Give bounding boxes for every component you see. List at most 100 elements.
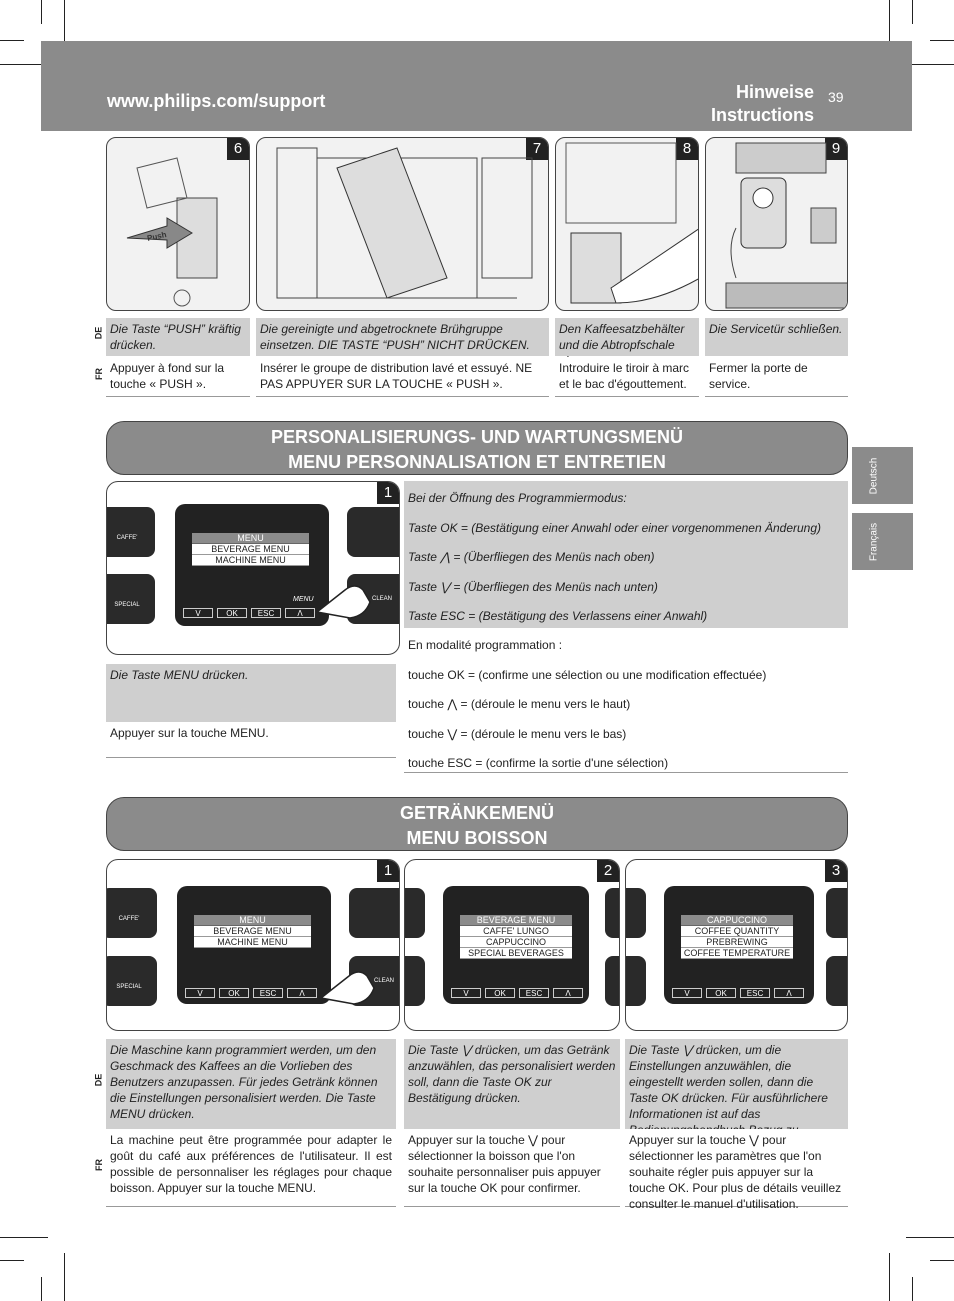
side-button-left[interactable] <box>626 956 646 1006</box>
menu-item[interactable]: MACHINE MENU <box>194 937 311 948</box>
screen-button-row: V OK ESC Λ <box>185 988 317 998</box>
caffe-button[interactable]: CAFFE' <box>107 888 157 938</box>
esc-button[interactable]: ESC <box>251 608 281 618</box>
crop-mark <box>41 0 42 24</box>
menu-header: BEVERAGE MENU <box>460 915 572 926</box>
service-door-illustration <box>725 142 847 309</box>
menu-item[interactable]: CAPPUCCINO <box>460 937 572 948</box>
step-number: 9 <box>825 138 847 160</box>
crop-mark <box>0 1237 48 1238</box>
section-title-de: GETRÄNKEMENÜ <box>399 803 554 823</box>
esc-button[interactable]: ESC <box>253 988 283 998</box>
menu-header: CAPPUCCINO <box>681 915 793 926</box>
lang-code-de: DE <box>93 326 104 340</box>
side-button-right[interactable] <box>349 888 399 938</box>
section-title-fr: MENU PERSONNALISATION ET ENTRETIEN <box>288 452 666 472</box>
down-button[interactable]: V <box>185 988 215 998</box>
tab-deutsch[interactable]: Deutsch <box>852 447 913 504</box>
crop-mark <box>930 1260 954 1261</box>
section1-de-instructions: Bei der Öffnung des Programmiermodus: Ta… <box>404 481 848 628</box>
step-number: 2 <box>597 860 619 882</box>
ok-button[interactable]: OK <box>485 988 515 998</box>
side-button-right[interactable] <box>826 956 847 1006</box>
up-button[interactable]: Λ <box>553 988 583 998</box>
side-button-left[interactable] <box>405 956 425 1006</box>
crop-mark <box>912 1277 913 1301</box>
section-banner-beverage: GETRÄNKEMENÜ MENU BOISSON <box>106 797 848 851</box>
esc-button[interactable]: ESC <box>519 988 549 998</box>
side-button-left[interactable] <box>626 888 646 938</box>
crop-mark <box>0 1260 24 1261</box>
up-button[interactable]: Λ <box>287 988 317 998</box>
step-6-de: Die Taste “PUSH” kräftig drücken. <box>106 318 250 356</box>
menu-item[interactable]: SPECIAL BEVERAGES <box>460 948 572 959</box>
step-8-fr: Introduire le tiroir à marc et le bac d'… <box>555 357 699 397</box>
ok-button[interactable]: OK <box>219 988 249 998</box>
step-9-fr: Fermer la porte de service. <box>705 357 848 397</box>
drip-tray-illustration <box>565 142 698 304</box>
down-button[interactable]: V <box>451 988 481 998</box>
title-fr: Instructions <box>710 105 814 125</box>
lang-code-fr: FR <box>94 1159 104 1171</box>
step-number: 8 <box>676 138 698 160</box>
side-button-right[interactable] <box>605 888 619 938</box>
beverage-panel-1: 1 CAFFE' SPECIAL CLEAN MENU BEVERAGE MEN… <box>106 859 400 1031</box>
down-button[interactable]: V <box>672 988 702 998</box>
ok-button[interactable]: OK <box>706 988 736 998</box>
special-button[interactable]: SPECIAL <box>107 956 157 1006</box>
crop-mark <box>906 1237 954 1238</box>
display-screen: MENU BEVERAGE MENU MACHINE MENU V OK ESC… <box>177 886 331 1004</box>
brew-group-illustration <box>276 147 533 299</box>
menu-label: MENU <box>293 596 314 603</box>
side-button-left[interactable] <box>405 888 425 938</box>
step-6-fr: Appuyer à fond sur la touche « PUSH ». <box>106 357 250 397</box>
crop-mark <box>889 1253 890 1301</box>
pointing-hand-icon <box>319 971 375 1005</box>
title-de: Hinweise <box>735 82 814 102</box>
crop-mark <box>41 1277 42 1301</box>
menu-item[interactable]: COFFEE TEMPERATURE <box>681 948 793 959</box>
menu-item[interactable]: BEVERAGE MENU <box>194 926 311 937</box>
support-url[interactable]: www.philips.com/support <box>107 91 326 111</box>
push-illustration <box>126 157 218 307</box>
step-9-de: Die Servicetür schließen. <box>705 318 848 356</box>
panel-1-de: Die Maschine kann programmiert werden, u… <box>106 1039 396 1129</box>
step-9-image: 9 <box>705 137 848 311</box>
up-button[interactable]: Λ <box>285 608 315 618</box>
lang-code-de: DE <box>93 1073 104 1087</box>
up-button[interactable]: Λ <box>774 988 804 998</box>
ok-button[interactable]: OK <box>217 608 247 618</box>
caffe-button[interactable]: CAFFE' <box>107 507 155 557</box>
step-6-image: 6 Push <box>106 137 250 311</box>
step-7-fr: Insérer le groupe de distribution lavé e… <box>256 357 549 397</box>
crop-mark <box>64 1253 65 1301</box>
esc-button[interactable]: ESC <box>740 988 770 998</box>
tab-francais[interactable]: Français <box>852 513 913 570</box>
menu-list: BEVERAGE MENU CAFFE' LUNGO CAPPUCCINO SP… <box>460 915 572 959</box>
menu-item[interactable]: COFFEE QUANTITY <box>681 926 793 937</box>
menu-list: MENU BEVERAGE MENU MACHINE MENU <box>192 533 309 566</box>
step-number: 1 <box>377 482 399 504</box>
down-button[interactable]: V <box>183 608 213 618</box>
menu-list: MENU BEVERAGE MENU MACHINE MENU <box>194 915 311 948</box>
section1-fr-instructions: En modalité programmation : touche OK = … <box>404 628 848 773</box>
section1-left-fr: Appuyer sur la touche MENU. <box>106 722 396 758</box>
crop-mark <box>889 0 890 48</box>
step-7-de: Die gereinigte und abgetrocknete Brühgru… <box>256 318 549 356</box>
step-number: 6 <box>227 138 249 160</box>
crop-mark <box>906 64 954 65</box>
menu-item[interactable]: BEVERAGE MENU <box>192 544 309 555</box>
side-button-right[interactable] <box>605 956 619 1006</box>
side-button-right[interactable] <box>826 888 847 938</box>
lang-code-fr: FR <box>94 368 104 380</box>
step-8-de: Den Kaffeesatzbehälter und die Abtropfsc… <box>555 318 699 368</box>
menu-item[interactable]: CAFFE' LUNGO <box>460 926 572 937</box>
screen-button-row: V OK ESC Λ <box>183 608 315 618</box>
menu-item[interactable]: MACHINE MENU <box>192 555 309 566</box>
menu-item[interactable]: PREBREWING <box>681 937 793 948</box>
side-button-right[interactable] <box>347 507 399 557</box>
beverage-panel-2: 2 BEVERAGE MENU CAFFE' LUNGO CAPPUCCINO … <box>404 859 620 1031</box>
display-screen: BEVERAGE MENU CAFFE' LUNGO CAPPUCCINO SP… <box>443 886 589 1004</box>
step-8-image: 8 <box>555 137 699 311</box>
special-button[interactable]: SPECIAL <box>107 574 155 624</box>
